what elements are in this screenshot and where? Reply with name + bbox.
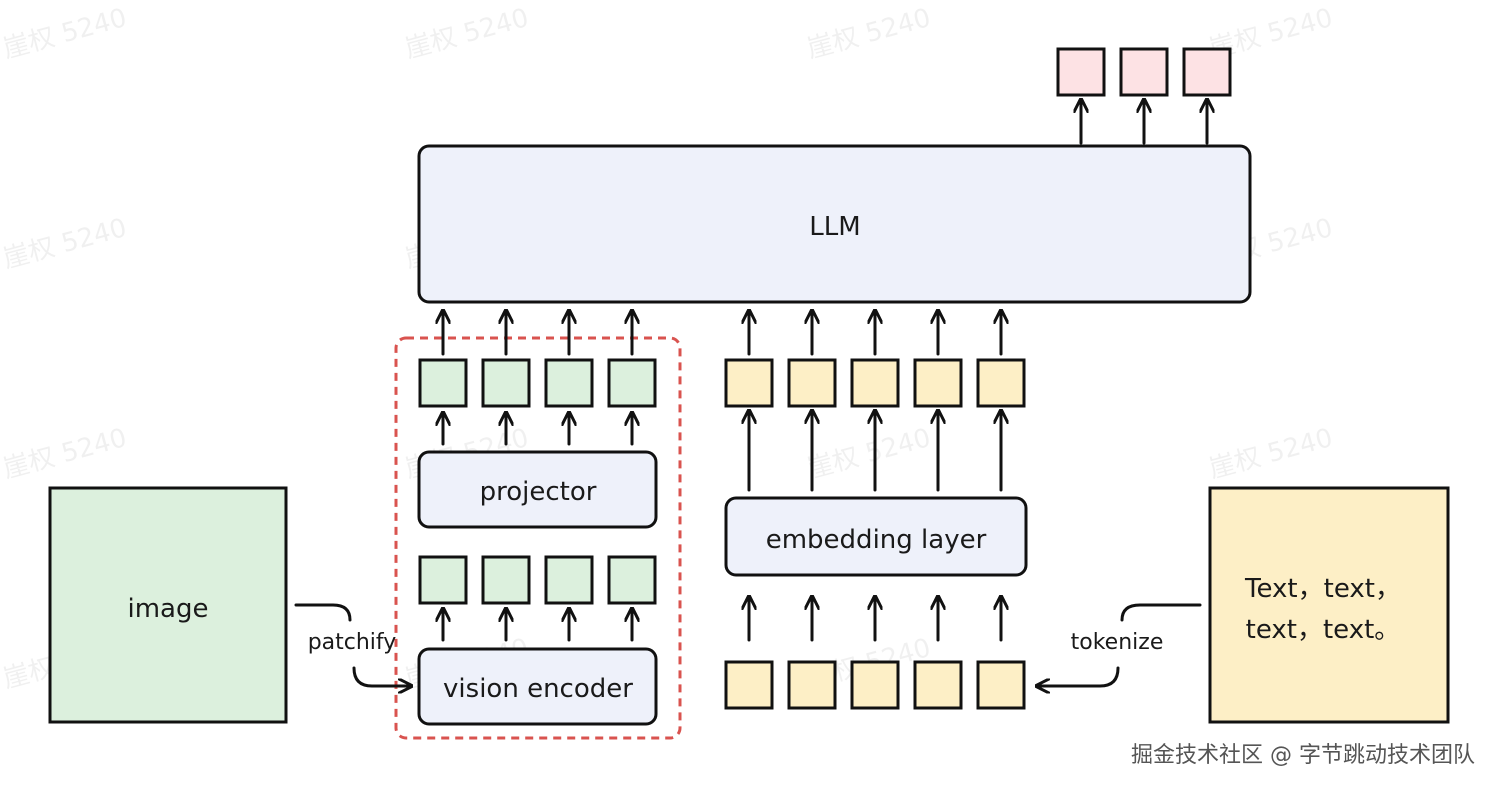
watermark-text: 崖权 5240 [402, 3, 532, 65]
text-token-id-row [724, 660, 1026, 710]
patchify-arrow [352, 666, 410, 686]
watermark-text: 崖权 5240 [804, 423, 934, 485]
watermark-text: 崖权 5240 [0, 423, 130, 485]
footer-credit: 掘金技术社区 @ 字节跳动技术团队 [1131, 743, 1475, 768]
image-label: image [128, 594, 209, 624]
text-to-llm-arrows [749, 312, 1001, 356]
text-embedding-token [976, 358, 1026, 408]
projector-block [417, 450, 658, 529]
text-embedding-token [913, 358, 963, 408]
encoder-output-arrows [443, 610, 632, 642]
text-token-id [724, 660, 774, 710]
text-token-id [850, 660, 900, 710]
vision-feature-token [481, 555, 531, 605]
patchify-connector-top [294, 603, 352, 622]
text-embedding-token [787, 358, 837, 408]
projected-vision-token [544, 358, 594, 408]
watermark-text: 崖权 5240 [0, 213, 130, 275]
tokenize-arrow [1038, 666, 1120, 686]
vision-feature-token [418, 555, 468, 605]
projected-vision-token [418, 358, 468, 408]
embedding-output-arrows [749, 412, 1001, 492]
projected-vision-token-row [418, 358, 657, 408]
output-token [1119, 47, 1169, 97]
vision-feature-token-row [418, 555, 657, 605]
vision-module-outline [394, 336, 682, 740]
llm-label: LLM [809, 212, 860, 242]
text-embedding-token-row [724, 358, 1026, 408]
text-input-line-1: Text，text， [1244, 574, 1401, 604]
tokenize-connector-top [1120, 603, 1202, 622]
output-token [1056, 47, 1106, 97]
watermark-text: 崖权 5240 [0, 3, 130, 65]
text-token-id [976, 660, 1026, 710]
llm-block [417, 144, 1252, 304]
vision-feature-token [607, 555, 657, 605]
vision-encoder-block [417, 647, 658, 726]
output-arrows [1081, 101, 1207, 145]
text-embedding-token [850, 358, 900, 408]
output-token-row [1056, 47, 1232, 97]
patchify-label: patchify [308, 630, 397, 655]
text-input-line-2: text，text。 [1246, 615, 1401, 645]
projector-label: projector [480, 477, 597, 507]
embedding-layer-block [724, 496, 1028, 577]
text-token-id [913, 660, 963, 710]
text-embedding-token [724, 358, 774, 408]
tokenize-label: tokenize [1071, 630, 1164, 655]
vision-encoder-label: vision encoder [443, 674, 633, 704]
vision-to-llm-arrows [443, 312, 632, 356]
text-input-box [1208, 486, 1450, 724]
image-input-box [48, 486, 288, 724]
embedding-layer-label: embedding layer [766, 525, 987, 555]
vision-feature-token [544, 555, 594, 605]
watermark-text: 崖权 5240 [804, 3, 934, 65]
output-token [1182, 47, 1232, 97]
text-token-id [787, 660, 837, 710]
projected-vision-token [607, 358, 657, 408]
watermark-text: 崖权 5240 [1206, 423, 1336, 485]
token-to-embedding-arrows [749, 598, 1001, 642]
projected-vision-token [481, 358, 531, 408]
projector-output-arrows [443, 414, 632, 446]
